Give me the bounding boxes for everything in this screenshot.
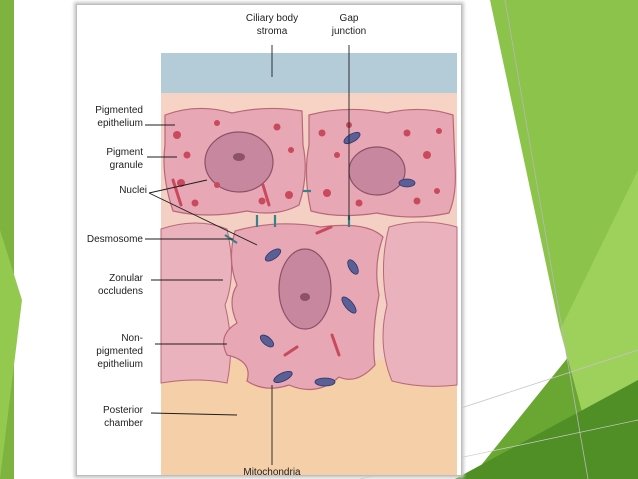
label-nuclei: Nuclei — [119, 185, 147, 196]
label-pigment-granule-2: granule — [110, 160, 144, 171]
label-gap-junction-1: Gap — [340, 13, 359, 24]
leader-lines — [145, 45, 350, 465]
label-non-pigmented-epithelium-3: epithelium — [97, 359, 143, 370]
label-non-pigmented-epithelium-1: Non- — [121, 333, 143, 344]
svg-text:Desmosome: Desmosome — [87, 234, 144, 245]
label-pigmented-epithelium-2: epithelium — [97, 118, 143, 129]
diagram-frame: Ciliary body stroma Gap junction Pigmented… — [76, 4, 462, 476]
label-posterior-chamber-2: chamber — [104, 418, 144, 429]
label-posterior-chamber-1: Posterior — [103, 405, 144, 416]
nucleus-pigmented-left — [204, 131, 274, 193]
pigment-granules — [173, 120, 442, 207]
rough-er — [171, 178, 341, 357]
label-desmosome: Desmosome — [87, 234, 144, 245]
stroma-region — [161, 53, 457, 93]
label-gap-junction-2: junction — [331, 26, 366, 37]
diagram-labels: Ciliary body stroma Gap junction Pigmented… — [87, 13, 366, 475]
label-zonular-occludens-2: occludens — [98, 286, 143, 297]
svg-text:Mitochondria: Mitochondria — [243, 467, 301, 475]
label-pigmented-epithelium-1: Pigmented — [95, 105, 143, 116]
non-pigmented-cell-left — [160, 222, 233, 384]
label-mitochondria: Mitochondria — [243, 467, 301, 475]
label-ciliary-body-stroma-2: stroma — [257, 26, 288, 37]
label-ciliary-body-stroma-1: Ciliary body — [246, 13, 298, 24]
non-pigmented-cell-right — [382, 221, 458, 387]
svg-text:Nuclei: Nuclei — [119, 185, 147, 196]
nucleus-non-pigmented — [278, 248, 332, 330]
label-zonular-occludens-1: Zonular — [109, 273, 144, 284]
mitochondria-group — [259, 131, 416, 387]
nucleus-pigmented-right — [348, 146, 406, 196]
ciliary-epithelium-diagram: Ciliary body stroma Gap junction Pigmented… — [87, 13, 458, 475]
label-pigment-granule-1: Pigment — [106, 147, 143, 158]
label-non-pigmented-epithelium-2: pigmented — [96, 346, 143, 357]
